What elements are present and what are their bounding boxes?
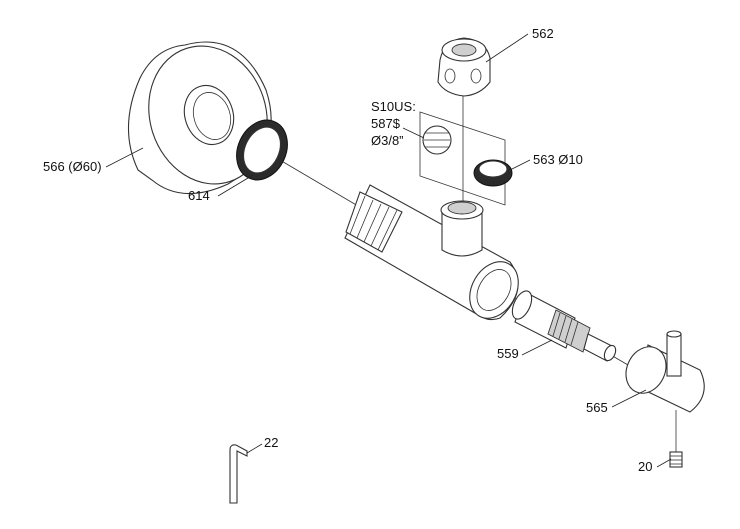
- leader-559: [521, 339, 553, 356]
- label-565: 565: [586, 400, 608, 415]
- label-20: 20: [638, 459, 652, 474]
- leader-20: [656, 458, 672, 468]
- label-614: 614: [188, 188, 210, 203]
- label-566: 566 (Ø60): [43, 159, 102, 174]
- part-22-hex-key: [229, 444, 248, 504]
- leader-s10us: [402, 127, 425, 139]
- leader-614: [217, 174, 254, 197]
- label-562: 562: [532, 26, 554, 41]
- leader-562: [485, 33, 529, 63]
- part-559-cartridge: [511, 290, 617, 362]
- part-563-compression-ring: [473, 159, 513, 187]
- part-614-seal-ring: [236, 119, 288, 181]
- leader-22: [246, 443, 263, 454]
- part-566-cover-plate: [127, 41, 272, 195]
- label-s10us-line1: S10US:: [371, 99, 416, 114]
- part-valve-body: [344, 184, 519, 321]
- label-s10us-line3: Ø3/8”: [371, 133, 404, 148]
- leader-563: [509, 159, 531, 171]
- part-562-compression-nut: [437, 37, 491, 97]
- label-559: 559: [497, 346, 519, 361]
- label-563: 563 Ø10: [533, 152, 583, 167]
- label-s10us-line2: 587$: [371, 116, 401, 131]
- part-s10us-olive: [419, 111, 506, 206]
- part-565-handle: [625, 330, 705, 413]
- leader-566: [105, 147, 144, 168]
- label-22: 22: [264, 435, 278, 450]
- leader-565: [611, 389, 647, 408]
- part-20-set-screw: [669, 451, 683, 468]
